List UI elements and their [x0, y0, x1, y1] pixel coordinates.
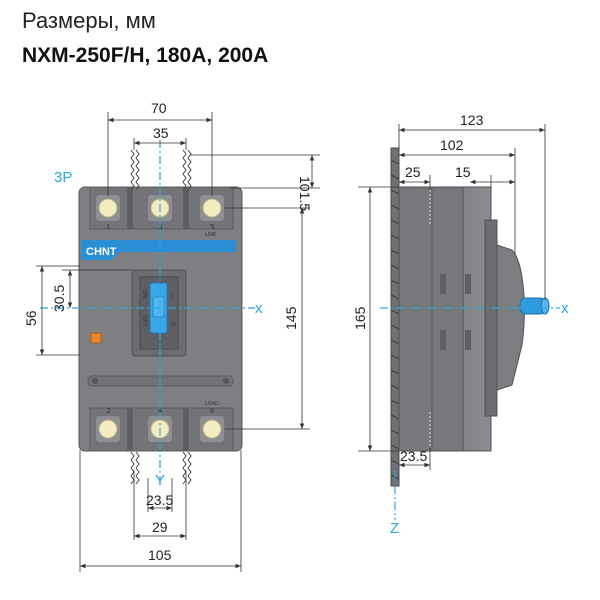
dim-side-23-5: 23.5 — [400, 448, 427, 464]
on-label: ON — [141, 289, 148, 298]
dim-123: 123 — [460, 112, 484, 128]
dim-56: 56 — [23, 310, 39, 326]
poles-label: 3P — [54, 169, 72, 186]
off-label: OFF — [141, 315, 148, 327]
dim-35: 35 — [153, 125, 169, 141]
terminal-label-6: 6 — [210, 407, 215, 415]
dim-70: 70 — [151, 100, 167, 116]
on-mark: I — [171, 293, 173, 300]
terminal-label-1: 1 — [106, 223, 110, 231]
load-label: LOAD — [205, 401, 219, 407]
dim-105: 105 — [148, 547, 172, 563]
side-x-axis-label: x — [561, 300, 569, 317]
off-mark: O — [171, 321, 176, 328]
dim-165: 165 — [352, 306, 368, 330]
dim-102: 102 — [440, 137, 464, 153]
front-view: 1 3 5 LINE 2 4 6 LOAD CHNT ON OFF I O — [23, 100, 320, 572]
side-view: x Z 123 102 25 15 165 23.5 — [352, 112, 569, 537]
terminal-2 — [96, 416, 120, 442]
brand-logo: CHNT — [86, 246, 117, 258]
brand-band — [81, 240, 236, 260]
model-subtitle: NXM-250F/H, 180A, 200A — [22, 44, 269, 67]
y-axis-label: Y — [155, 472, 165, 489]
z-axis-label: Z — [390, 520, 399, 537]
test-button — [90, 332, 102, 344]
terminal-label-4: 4 — [158, 407, 163, 415]
bottom-cable-springs — [130, 451, 192, 485]
side-handle-housing — [496, 244, 525, 391]
dim-25: 25 — [405, 164, 421, 180]
front-x-axis-label: x — [255, 300, 263, 317]
terminal-6 — [200, 416, 224, 442]
dim-29: 29 — [152, 519, 168, 535]
terminal-5 — [200, 195, 224, 221]
page-title: Размеры, мм — [22, 8, 156, 33]
dim-bottom-23-5: 23.5 — [146, 492, 173, 508]
dim-15: 15 — [455, 164, 471, 180]
dim-101-5: 101.5 — [297, 176, 313, 211]
line-label: LINE — [205, 232, 216, 238]
terminal-label-5: 5 — [210, 223, 214, 231]
dim-145: 145 — [283, 306, 299, 330]
mounting-plate — [390, 147, 400, 487]
terminal-label-2: 2 — [106, 407, 110, 415]
dim-30-5: 30.5 — [51, 285, 67, 312]
terminal-1 — [96, 195, 120, 221]
top-cable-springs — [130, 149, 192, 191]
